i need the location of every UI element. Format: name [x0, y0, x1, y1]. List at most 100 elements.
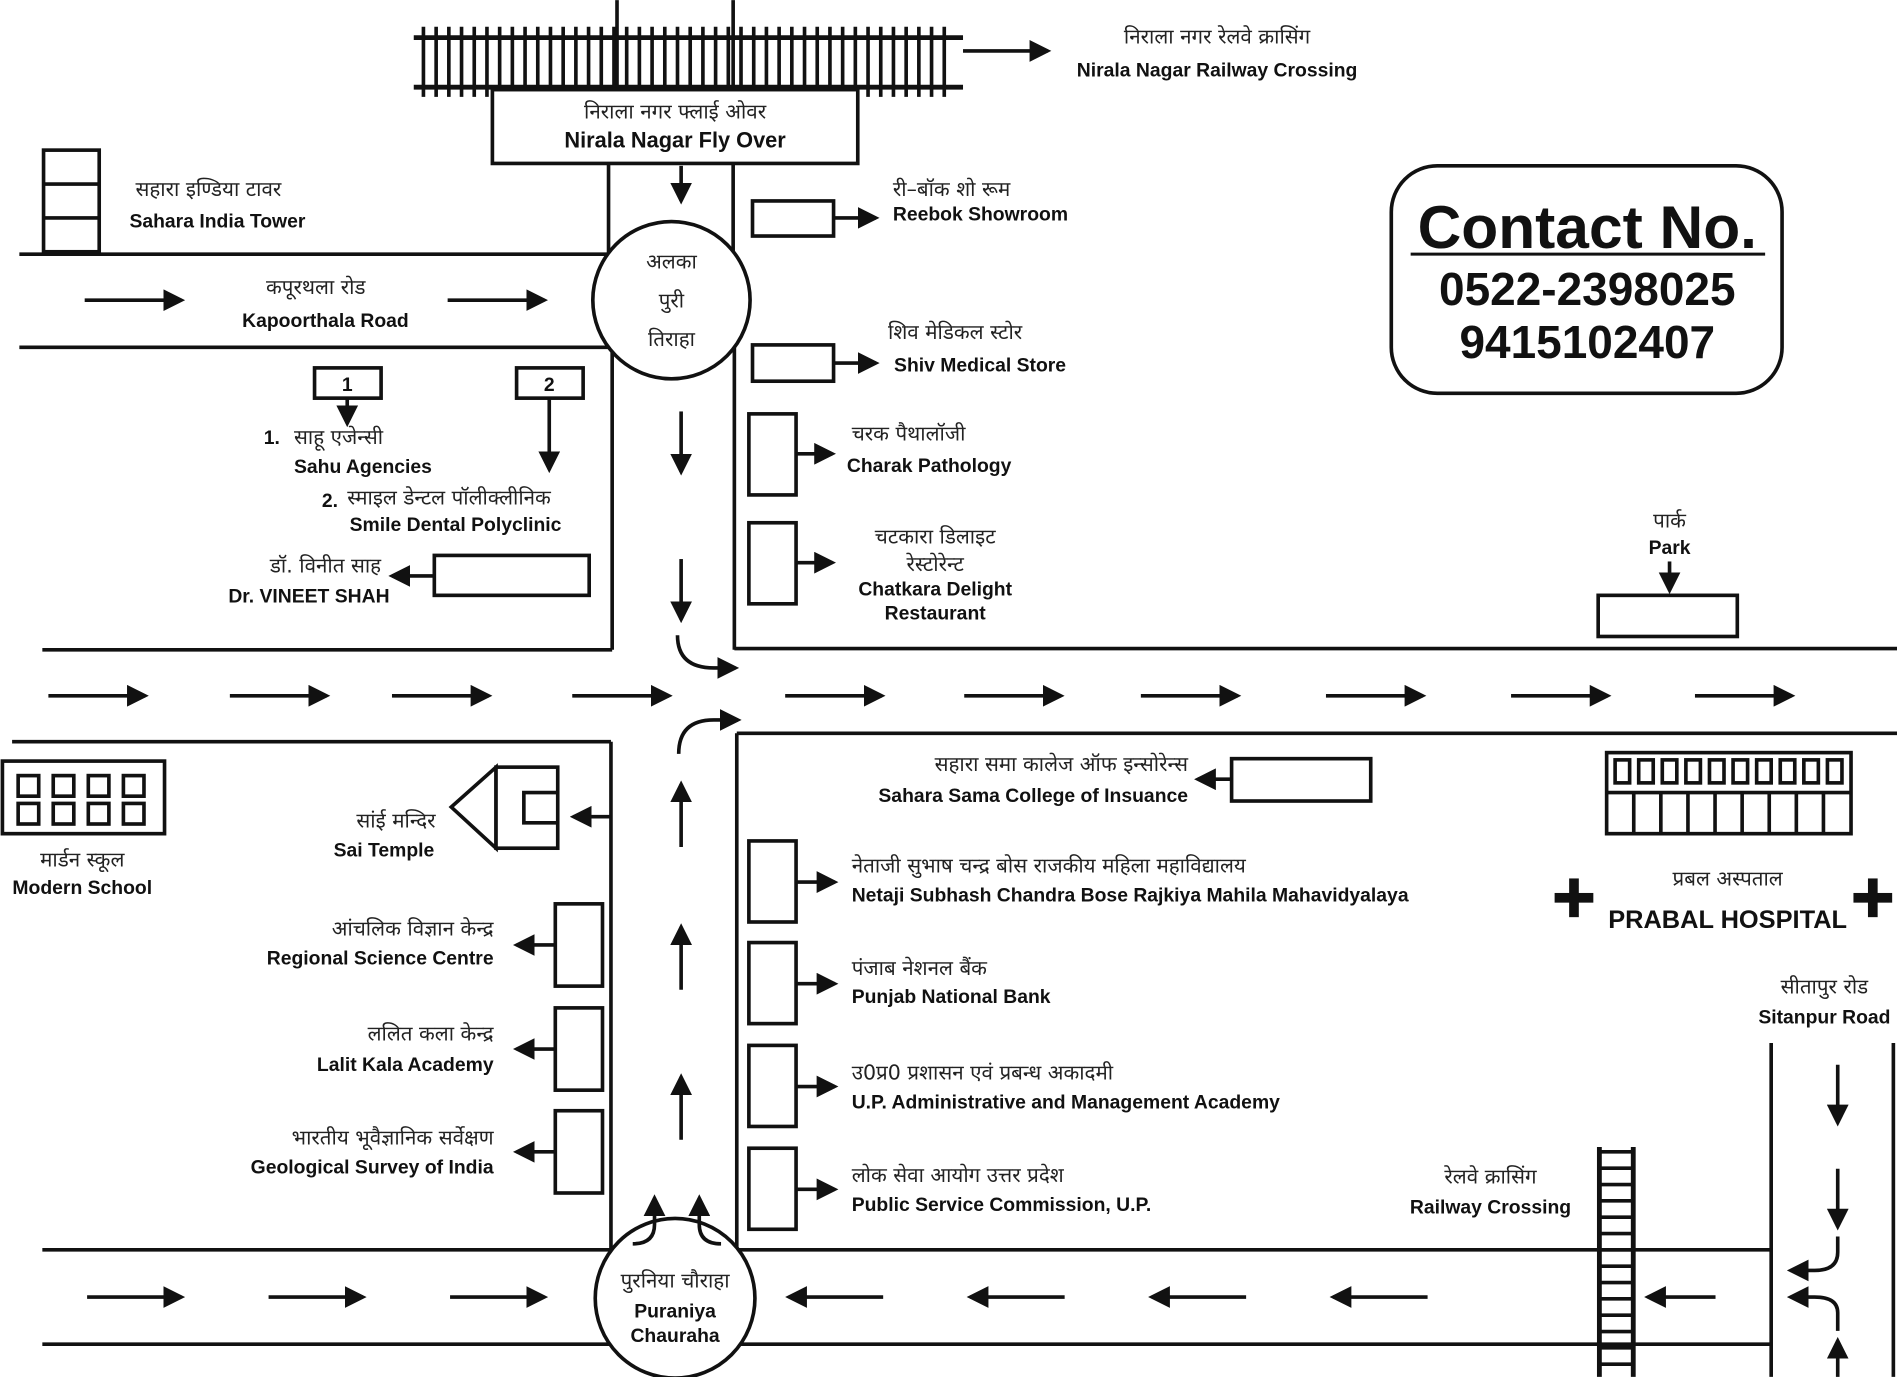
geological-box	[553, 1108, 605, 1195]
turn-arrow-icon	[632, 1194, 666, 1246]
alkapuri-line1: अलका	[646, 250, 697, 274]
puraniya-en2: Chauraha	[630, 1325, 719, 1347]
pnb-en: Punjab National Bank	[852, 986, 1051, 1008]
medical-cross-icon	[1554, 878, 1594, 918]
window	[86, 801, 111, 826]
window	[1684, 758, 1703, 785]
alkapuri-line3: तिराहा	[648, 327, 696, 351]
window	[16, 773, 41, 798]
chatkara-en1: Chatkara Delight	[858, 578, 1012, 600]
science-centre-box	[553, 902, 605, 988]
railway-crossing-hi: रेलवे क्रासिंग	[1444, 1164, 1537, 1188]
window	[1731, 758, 1750, 785]
vineet-en: Dr. VINEET SHAH	[228, 586, 389, 608]
vineet-shah-box	[432, 553, 591, 598]
park-box	[1596, 593, 1740, 639]
charak-en: Charak Pathology	[847, 455, 1012, 477]
flyover-box	[490, 87, 860, 166]
smile-hi: स्माइल डेन्टल पॉलीक्लीनिक	[347, 486, 552, 510]
sahu-num: 1.	[264, 427, 280, 449]
turn-arrow-icon	[1786, 1286, 1840, 1331]
railway-crossing-en: Railway Crossing	[1410, 1197, 1571, 1219]
window	[1825, 758, 1844, 785]
turn-arrow-icon	[688, 1194, 722, 1246]
modern-school-icon	[0, 759, 167, 836]
vineet-hi: डॉ. विनीत साह	[269, 553, 382, 577]
contact-title: Contact No.	[1418, 193, 1757, 261]
window	[121, 801, 146, 826]
marker-1-label: 1	[342, 374, 353, 396]
turn-arrow-icon	[676, 709, 742, 754]
contact-box	[1389, 164, 1784, 396]
chatkara-hi2: रेस्टोरेन्ट	[906, 552, 965, 576]
geological-en: Geological Survey of India	[251, 1157, 494, 1179]
contact-phone-1[interactable]: 0522-2398025	[1439, 263, 1736, 315]
psc-en: Public Service Commission, U.P.	[852, 1194, 1152, 1216]
window	[51, 801, 76, 826]
window	[51, 773, 76, 798]
window	[1660, 758, 1679, 785]
netaji-box	[747, 839, 798, 924]
sitapur-en: Sitanpur Road	[1758, 1007, 1890, 1029]
window	[1778, 758, 1797, 785]
nirala-crossing-hi: निराला नगर रेलवे क्रासिंग	[1124, 25, 1311, 49]
psc-hi: लोक सेवा आयोग उत्तर प्रदेश	[852, 1163, 1065, 1187]
flyover-hi: निराला नगर फ्लाई ओवर	[584, 100, 767, 124]
puraniya-en1: Puraniya	[634, 1301, 716, 1323]
shiv-box	[750, 343, 836, 384]
window	[1754, 758, 1773, 785]
charak-box	[747, 412, 798, 497]
alkapuri-tiraha	[590, 219, 752, 381]
chatkara-hi1: चटकारा डिलाइट	[875, 524, 996, 548]
hospital-building-icon	[1604, 750, 1853, 836]
sitapur-hi: सीतापुर रोड	[1781, 974, 1870, 999]
puraniya-hi: पुरनिया चौराहा	[621, 1268, 731, 1293]
puraniya-chauraha	[593, 1216, 757, 1377]
chatkara-box	[747, 520, 798, 606]
sahara-sama-hi: सहारा समा कालेज ऑफ इन्सोरेन्स	[935, 752, 1190, 776]
charak-hi: चरक पैथालॉजी	[852, 421, 966, 445]
science-centre-hi: आंचलिक विज्ञान केन्द्र	[332, 916, 495, 940]
temple-icon	[448, 763, 560, 853]
reebok-en: Reebok Showroom	[893, 203, 1068, 225]
window	[86, 773, 111, 798]
reebok-hi: री–बॉक शो रूम	[893, 177, 1011, 201]
kapoorthala-en: Kapoorthala Road	[242, 310, 409, 332]
geological-hi: भारतीय भूवैज्ञानिक सर्वेक्षण	[292, 1126, 495, 1151]
chatkara-en2: Restaurant	[885, 603, 987, 625]
sahara-tower-en: Sahara India Tower	[129, 211, 305, 233]
lalit-kala-hi: ललित कला केन्द्र	[368, 1022, 495, 1046]
kapoorthala-hi: कपूरथला रोड	[266, 275, 366, 300]
up-academy-en: U.P. Administrative and Management Acade…	[852, 1091, 1280, 1113]
turn-arrow-icon	[675, 635, 740, 679]
up-academy-hi: उ0प्र0 प्रशासन एवं प्रबन्ध अकादमी	[852, 1060, 1114, 1084]
window	[121, 773, 146, 798]
sahara-sama-box	[1229, 756, 1373, 803]
pnb-box	[747, 940, 798, 1026]
alkapuri-line2: पुरी	[659, 288, 685, 313]
lalit-kala-en: Lalit Kala Academy	[317, 1054, 494, 1076]
nirala-crossing-en: Nirala Nagar Railway Crossing	[1077, 59, 1358, 81]
flyover-en: Nirala Nagar Fly Over	[564, 128, 786, 153]
medical-cross-icon	[1853, 878, 1893, 918]
science-centre-en: Regional Science Centre	[267, 947, 494, 969]
modern-school-en: Modern School	[12, 877, 152, 899]
smile-en: Smile Dental Polyclinic	[350, 514, 562, 536]
shiv-en: Shiv Medical Store	[894, 355, 1066, 377]
window	[1636, 758, 1656, 785]
window	[1707, 758, 1726, 785]
contact-phone-2[interactable]: 9415102407	[1459, 316, 1715, 368]
marker-2-label: 2	[544, 374, 555, 396]
up-academy-box	[747, 1043, 798, 1129]
modern-school-hi: मार्डन स्कूल	[40, 847, 125, 872]
window	[16, 801, 41, 826]
sahara-tower-hi: सहारा इण्डिया टावर	[136, 177, 282, 201]
park-en: Park	[1649, 537, 1691, 559]
smile-num: 2.	[322, 490, 338, 512]
nirala-railway-track	[413, 26, 964, 97]
park-hi: पार्क	[1653, 509, 1687, 533]
sahara-tower-icon	[41, 148, 102, 254]
window	[1802, 758, 1821, 785]
shiv-hi: शिव मेडिकल स्टोर	[888, 320, 1023, 344]
